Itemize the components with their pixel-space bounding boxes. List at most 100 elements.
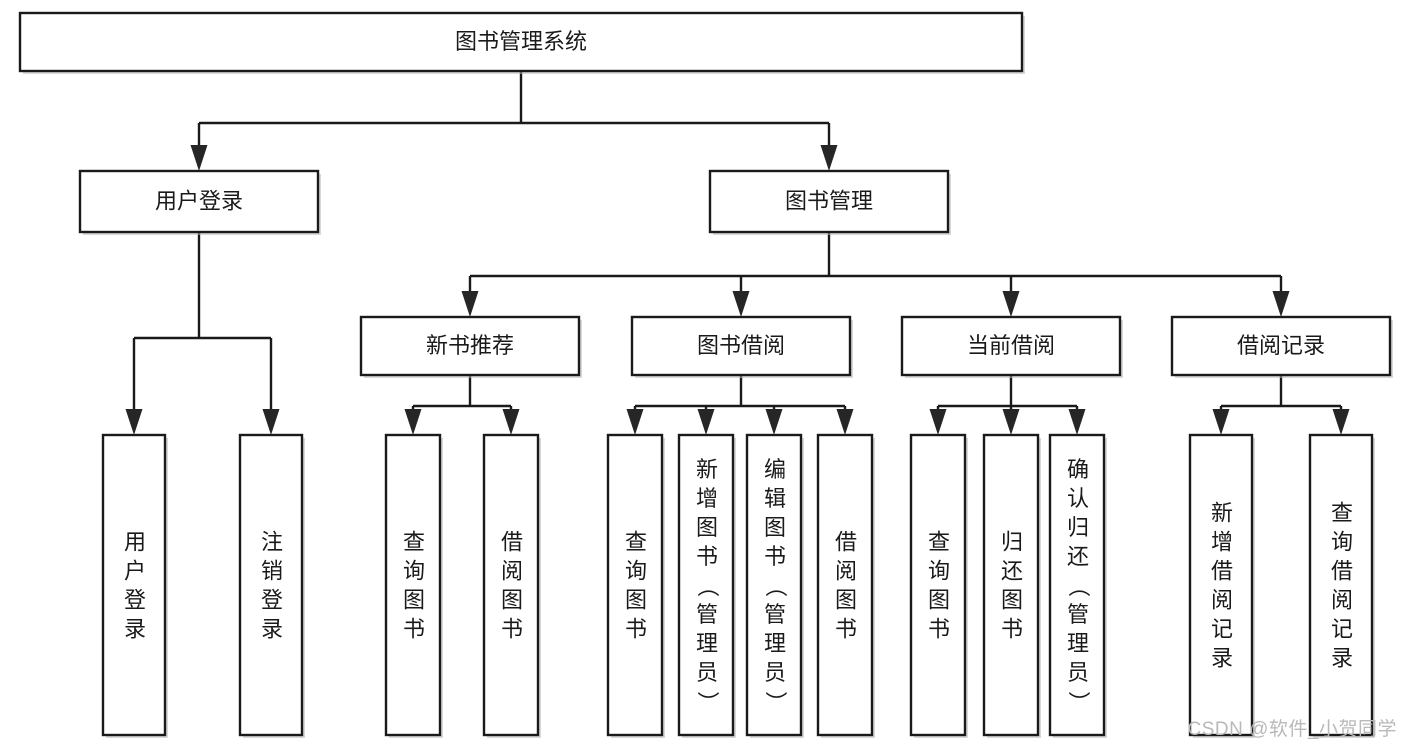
node-label-char: 注 [261, 530, 283, 555]
node-box[interactable] [18, 11, 1024, 73]
node-label-char: 确 [1067, 457, 1089, 482]
node-label-char: 录 [124, 617, 146, 642]
node-label-char: 员 [1067, 660, 1089, 685]
node-label-char: 销 [261, 559, 283, 584]
node-label-char: 用 [124, 530, 146, 555]
node-label: 图书管理 [785, 188, 873, 213]
edge-group-l3_book_borrow [626, 375, 854, 435]
node-box[interactable] [606, 433, 664, 737]
arrow-head-icon [732, 291, 750, 317]
edge-group-l2_book_manage [461, 232, 1290, 317]
node-box[interactable] [909, 433, 967, 737]
arrow-head-icon [1002, 291, 1020, 317]
node-label-char: 书 [501, 617, 523, 642]
node-box[interactable] [238, 433, 304, 737]
node-box[interactable] [745, 433, 803, 737]
node-label: 借阅记录 [1237, 333, 1325, 358]
node-label-char: 询 [1331, 530, 1353, 555]
arrow-head-icon [1002, 409, 1020, 435]
edge-group-root [190, 71, 838, 171]
node-label-char: 查 [625, 530, 647, 555]
node-box[interactable] [482, 433, 540, 737]
node-label-char: 书 [696, 544, 718, 569]
node-label-char: 图 [625, 588, 647, 613]
node-box[interactable] [1048, 433, 1106, 737]
node-label-char: 管 [764, 602, 786, 627]
arrow-head-icon [836, 409, 854, 435]
node-box[interactable] [677, 433, 735, 737]
node-l2-user-login[interactable]: 用户登录 [78, 169, 321, 235]
node-box[interactable] [1308, 433, 1374, 737]
node-label-char: 增 [1211, 530, 1233, 555]
edge-group-l3_new_book_rec [404, 375, 520, 435]
arrow-head-icon [929, 409, 947, 435]
arrow-head-icon [626, 409, 644, 435]
node-label-char: 员 [764, 660, 786, 685]
node-label-char: 查 [928, 530, 950, 555]
node-label-char: 书 [764, 544, 786, 569]
node-box[interactable] [78, 169, 320, 234]
node-box[interactable] [101, 433, 167, 737]
arrow-head-icon [697, 409, 715, 435]
node-label-char: 询 [625, 559, 647, 584]
node-l4-user-login[interactable]: 用户登录 [101, 433, 168, 738]
node-label-char: 查 [1331, 501, 1353, 526]
node-label: 当前借阅 [967, 333, 1055, 358]
node-label-char: 书 [625, 617, 647, 642]
node-label-char: 理 [764, 631, 786, 656]
node-label-char: 阅 [835, 559, 857, 584]
node-label-char: ） [763, 691, 788, 713]
node-label-char: 员 [696, 660, 718, 685]
node-l3-current-borrow[interactable]: 当前借阅 [900, 315, 1123, 378]
node-label-char: 询 [928, 559, 950, 584]
node-label-char: 编 [764, 457, 786, 482]
node-box[interactable] [982, 433, 1040, 737]
node-label-char: 录 [1211, 646, 1233, 671]
node-label-char: 书 [928, 617, 950, 642]
node-label-char: 管 [1067, 602, 1089, 627]
node-label-char: ） [695, 691, 720, 713]
node-box[interactable] [900, 315, 1122, 377]
node-box[interactable] [359, 315, 581, 377]
node-box[interactable] [816, 433, 874, 737]
arrow-head-icon [190, 145, 208, 171]
node-label-char: 记 [1211, 617, 1233, 642]
node-l3-borrow-record[interactable]: 借阅记录 [1170, 315, 1393, 378]
node-box[interactable] [708, 169, 950, 234]
arrow-head-icon [820, 145, 838, 171]
node-box[interactable] [384, 433, 442, 737]
node-label-char: 图 [835, 588, 857, 613]
node-label-char: 辑 [764, 486, 786, 511]
node-label-char: 阅 [1211, 588, 1233, 613]
node-box[interactable] [1170, 315, 1392, 377]
node-root[interactable]: 图书管理系统 [18, 11, 1025, 74]
node-label-char: 借 [501, 530, 523, 555]
node-label-char: 归 [1067, 515, 1089, 540]
edge-group-l2_user_login [125, 232, 280, 435]
node-label-char: 增 [696, 486, 718, 511]
node-label-char: 借 [1331, 559, 1353, 584]
node-box[interactable] [630, 315, 852, 377]
node-l3-new-book-rec[interactable]: 新书推荐 [359, 315, 582, 378]
node-box[interactable] [1188, 433, 1254, 737]
arrow-head-icon [1272, 291, 1290, 317]
node-label-char: 认 [1067, 486, 1089, 511]
node-l3-book-borrow[interactable]: 图书借阅 [630, 315, 853, 378]
arrow-head-icon [1212, 409, 1230, 435]
node-l2-book-manage[interactable]: 图书管理 [708, 169, 951, 235]
arrow-head-icon [125, 409, 143, 435]
node-label-char: 记 [1331, 617, 1353, 642]
